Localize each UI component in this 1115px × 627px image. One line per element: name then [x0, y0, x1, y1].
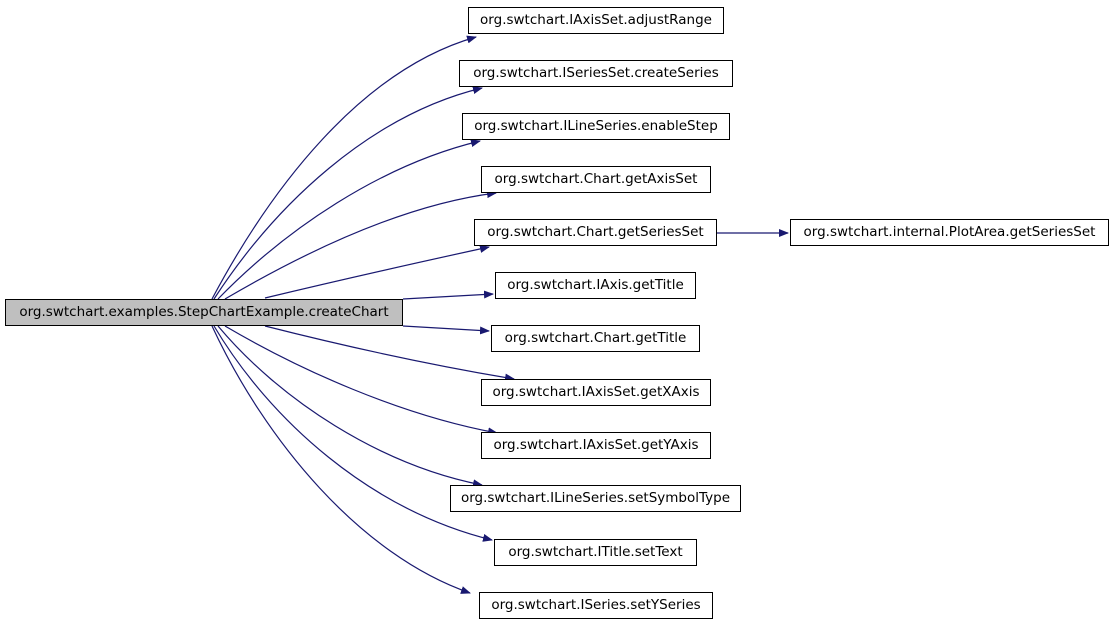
edge-setsymboltype — [217, 325, 483, 488]
edge-setyseries — [211, 325, 471, 594]
node-iaxis-gettitle[interactable]: org.swtchart.IAxis.getTitle — [495, 272, 696, 299]
edge-createseries — [213, 86, 483, 300]
node-iseries-setyseries[interactable]: org.swtchart.ISeries.setYSeries — [479, 592, 713, 619]
edge-getaxisset — [224, 190, 497, 300]
node-plotarea-getseriesset[interactable]: org.swtchart.internal.PlotArea.getSeries… — [790, 219, 1109, 246]
edge-settext — [213, 325, 493, 542]
node-iaxisset-getyaxis[interactable]: org.swtchart.IAxisSet.getYAxis — [481, 432, 711, 459]
node-chart-getaxisset[interactable]: org.swtchart.Chart.getAxisSet — [481, 166, 711, 193]
node-ilineseries-setsymboltype[interactable]: org.swtchart.ILineSeries.setSymbolType — [450, 485, 741, 512]
node-root-createchart[interactable]: org.swtchart.examples.StepChartExample.c… — [5, 299, 403, 326]
node-chart-gettitle[interactable]: org.swtchart.Chart.getTitle — [491, 325, 700, 352]
node-ititle-settext[interactable]: org.swtchart.ITitle.setText — [494, 539, 697, 566]
edge-getxaxis — [264, 325, 515, 382]
edge-chart-gettitle — [402, 325, 490, 335]
edge-enablestep — [217, 139, 481, 300]
edge-adjustrange — [211, 35, 477, 300]
node-iaxisset-adjustrange[interactable]: org.swtchart.IAxisSet.adjustRange — [468, 7, 724, 34]
node-ilineseries-enablestep[interactable]: org.swtchart.ILineSeries.enableStep — [462, 113, 730, 140]
node-iaxisset-getxaxis[interactable]: org.swtchart.IAxisSet.getXAxis — [481, 379, 711, 406]
edge-iaxis-gettitle — [402, 290, 494, 300]
node-chart-getseriesset[interactable]: org.swtchart.Chart.getSeriesSet — [474, 219, 717, 246]
edge-getyaxis — [224, 325, 498, 436]
node-iseriesset-createseries[interactable]: org.swtchart.ISeriesSet.createSeries — [459, 60, 733, 87]
edge-getseriesset — [264, 245, 490, 299]
